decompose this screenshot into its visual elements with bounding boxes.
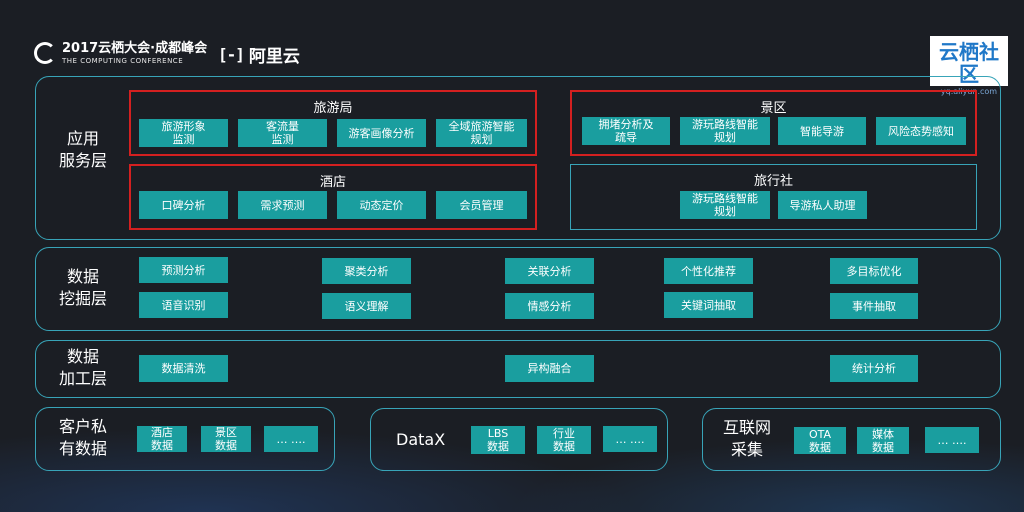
datax-label: DataX	[396, 430, 446, 449]
processing-layer-label: 数据 加工层	[58, 347, 107, 388]
scenic-area-group: 景区	[570, 90, 977, 156]
chip-association-analysis: 关联分析	[505, 258, 594, 284]
chip-heterogeneous-fusion: 异构融合	[505, 355, 594, 382]
chip-event-extraction: 事件抽取	[830, 293, 918, 319]
chip-multi-objective-optimization: 多目标优化	[830, 258, 918, 284]
conference-title: 2017云栖大会·成都峰会	[62, 40, 208, 56]
chip-agency-route-planning: 游玩路线智能 规划	[680, 191, 770, 219]
chip-risk-awareness: 风险态势感知	[876, 117, 966, 145]
chip-industry-data: 行业 数据	[537, 426, 591, 454]
chip-demand-forecast: 需求预测	[238, 191, 327, 219]
chip-lbs-data: LBS 数据	[471, 426, 525, 454]
chip-hotel-data: 酒店 数据	[137, 426, 187, 452]
chip-reputation-analysis: 口碑分析	[139, 191, 228, 219]
data-processing-layer	[35, 340, 1001, 398]
private-data-source	[35, 407, 335, 471]
chip-visitor-profile: 游客画像分析	[337, 119, 426, 147]
travel-agency-title: 旅行社	[753, 174, 793, 189]
chip-cluster-analysis: 聚类分析	[322, 258, 411, 284]
app-layer-label: 应用 服务层	[58, 129, 107, 170]
hotel-title: 酒店	[319, 175, 346, 190]
chip-ota-data: OTA 数据	[794, 427, 846, 454]
app-service-layer	[35, 76, 1001, 240]
chip-congestion-analysis: 拥堵分析及 疏导	[582, 117, 670, 145]
chip-member-management: 会员管理	[436, 191, 527, 219]
conference-logo-icon	[34, 42, 56, 64]
chip-internet-more: … ….	[925, 427, 979, 453]
chip-media-data: 媒体 数据	[857, 427, 909, 454]
chip-personalized-recommendation: 个性化推荐	[664, 258, 753, 284]
aliyun-logo: [-] 阿里云	[218, 42, 300, 67]
chip-passenger-flow: 客流量 监测	[238, 119, 327, 147]
data-mining-layer	[35, 247, 1001, 331]
internet-label: 互联网 采集	[722, 418, 771, 459]
chip-guide-assistant: 导游私人助理	[778, 191, 867, 219]
chip-scenic-data: 景区 数据	[201, 426, 251, 452]
conference-subtitle: THE COMPUTING CONFERENCE	[62, 56, 184, 65]
yq-community-title: 云栖社区	[939, 40, 999, 86]
chip-data-cleaning: 数据清洗	[139, 355, 228, 382]
chip-dynamic-pricing: 动态定价	[337, 191, 426, 219]
aliyun-logo-icon: [-]	[218, 45, 245, 64]
chip-sentiment-analysis: 情感分析	[505, 293, 594, 319]
chip-global-tourism-planning: 全域旅游智能 规划	[436, 119, 527, 147]
chip-keyword-extraction: 关键词抽取	[664, 292, 753, 318]
chip-smart-guide: 智能导游	[778, 117, 866, 145]
scenic-area-title: 景区	[760, 101, 787, 116]
mining-layer-label: 数据 挖掘层	[58, 267, 107, 308]
chip-speech-recognition: 语音识别	[139, 292, 228, 318]
chip-tourism-image: 旅游形象 监测	[139, 119, 228, 147]
conference-brand: 2017云栖大会·成都峰会 THE COMPUTING CONFERENCE	[34, 40, 207, 66]
chip-route-planning: 游玩路线智能 规划	[680, 117, 770, 145]
chip-semantic-understanding: 语义理解	[322, 293, 411, 319]
travel-agency-group: 旅行社	[570, 164, 977, 230]
chip-statistical-analysis: 统计分析	[830, 355, 918, 382]
tourism-bureau-group: 旅游局	[129, 90, 537, 156]
hotel-group: 酒店	[129, 164, 537, 230]
aliyun-logo-text: 阿里云	[248, 47, 300, 67]
chip-private-more: … ….	[264, 426, 318, 452]
private-data-label: 客户私 有数据	[58, 417, 107, 458]
datax-source	[370, 408, 668, 471]
internet-source	[702, 408, 1001, 471]
tourism-bureau-title: 旅游局	[313, 101, 353, 116]
chip-datax-more: … ….	[603, 426, 657, 452]
chip-predictive-analysis: 预测分析	[139, 257, 228, 283]
